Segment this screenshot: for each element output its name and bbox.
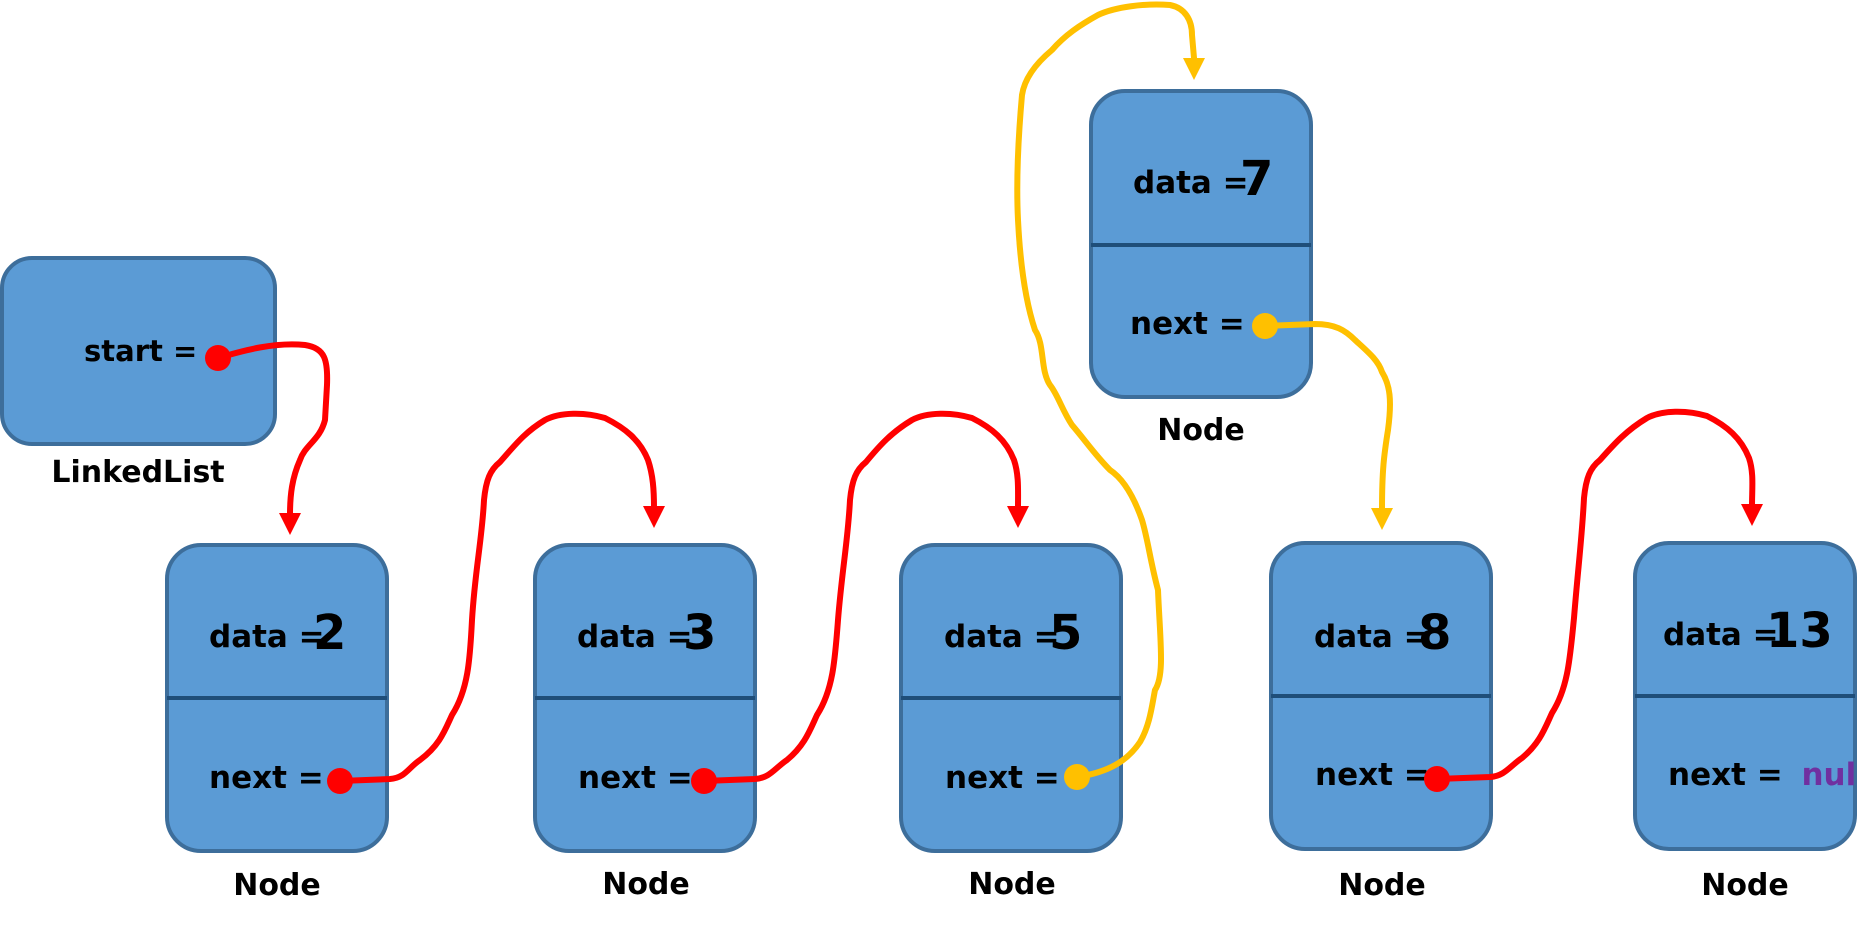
node-1: data = 2 next = Node	[165, 543, 389, 903]
node-2-caption: Node	[602, 867, 690, 902]
node-1-data-label: data =	[209, 619, 325, 655]
node-5-next-dot	[1424, 766, 1450, 792]
link-start-to-node-1	[215, 341, 331, 518]
node-6-next-text: next =	[1668, 757, 1783, 793]
node-2-next-dot	[691, 768, 717, 794]
node-6-caption: Node	[1701, 868, 1789, 903]
node-2-data-value: 3	[683, 605, 716, 661]
node-1-next-dot	[327, 768, 353, 794]
node-1-caption: Node	[233, 868, 321, 903]
null-value: null	[1801, 757, 1858, 793]
node-5-data-value: 8	[1418, 605, 1451, 661]
node-6-next-label: next = null	[1668, 757, 1858, 793]
node-4-next-label: next =	[1130, 306, 1245, 342]
link-node-3-to-node-7	[1014, 1, 1197, 780]
arrowhead-node-8	[1371, 508, 1393, 530]
node-4-caption: Node	[1157, 413, 1245, 448]
node-5: data = 8 next = Node	[1269, 541, 1493, 903]
node-1-next-label: next =	[209, 760, 324, 796]
start-label: start =	[84, 334, 197, 368]
node-4: data = 7 next = Node	[1089, 89, 1313, 448]
node-3-data-value: 5	[1049, 605, 1082, 661]
start-pointer-dot	[205, 345, 231, 371]
link-node-7-to-node-8	[1262, 321, 1393, 513]
node-4-data-value: 7	[1240, 151, 1273, 207]
node-2-next-label: next =	[578, 760, 693, 796]
arrowhead-node-6	[1741, 504, 1763, 526]
node-3-next-label: next =	[945, 760, 1060, 796]
linkedlist-box	[0, 256, 277, 446]
node-6-data-label: data =	[1663, 617, 1779, 653]
orange-links	[1014, 1, 1393, 790]
red-links	[205, 341, 1763, 794]
arrowhead-node-1	[279, 513, 301, 535]
node-3-data-label: data =	[944, 619, 1060, 655]
node-5-next-label: next =	[1315, 757, 1430, 793]
linkedlist-object: start = LinkedList	[0, 256, 277, 490]
node-5-caption: Node	[1338, 868, 1426, 903]
node-2-data-label: data =	[577, 619, 693, 655]
node-5-data-label: data =	[1314, 619, 1430, 655]
linkedlist-caption: LinkedList	[51, 455, 224, 490]
node-4-data-label: data =	[1133, 165, 1249, 201]
node-1-data-value: 2	[313, 605, 346, 661]
arrowhead-node-3	[1007, 506, 1029, 528]
node-3-next-dot	[1064, 764, 1090, 790]
node-6-data-value: 13	[1766, 603, 1833, 659]
link-node-1-to-node-2	[337, 410, 657, 784]
node-3: data = 5 next = Node	[899, 543, 1123, 902]
node-6: data = 13 next = null Node	[1633, 541, 1858, 903]
node-7-next-dot	[1252, 313, 1278, 339]
node-3-caption: Node	[968, 867, 1056, 902]
arrowhead-node-7	[1183, 58, 1205, 80]
node-2: data = 3 next = Node	[533, 543, 757, 902]
link-node-5-to-node-6	[1434, 408, 1756, 782]
link-node-2-to-node-3	[701, 410, 1022, 784]
arrowhead-node-2	[643, 506, 665, 528]
